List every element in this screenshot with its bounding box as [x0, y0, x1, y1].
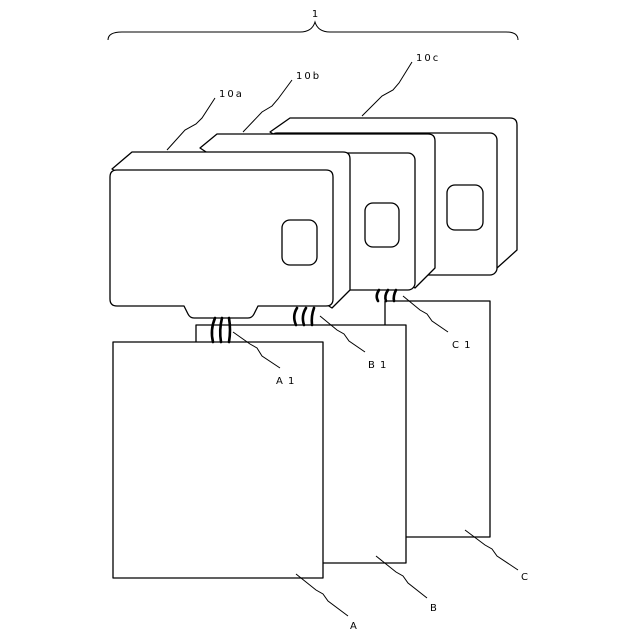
leader-a [296, 574, 348, 616]
label-a1: A 1 [276, 376, 295, 387]
label-assembly: 1 [312, 9, 318, 20]
unit-10a [110, 152, 350, 318]
label-sheet-c: C [521, 572, 528, 583]
brace [108, 22, 518, 40]
label-c1: C 1 [452, 340, 472, 351]
label-10a: 10a [219, 89, 244, 100]
window-10c [447, 185, 483, 230]
window-10a [282, 220, 317, 265]
window-10b [365, 203, 399, 247]
label-10c: 10c [416, 53, 440, 64]
lead-c1 [377, 290, 396, 301]
leader-10c [362, 62, 412, 116]
label-sheet-b: B [430, 603, 437, 614]
label-10b: 10b [296, 71, 321, 82]
lead-b1 [294, 308, 314, 325]
label-sheet-a: A [350, 621, 357, 632]
label-b1: B 1 [368, 360, 387, 371]
leader-c [465, 530, 518, 570]
